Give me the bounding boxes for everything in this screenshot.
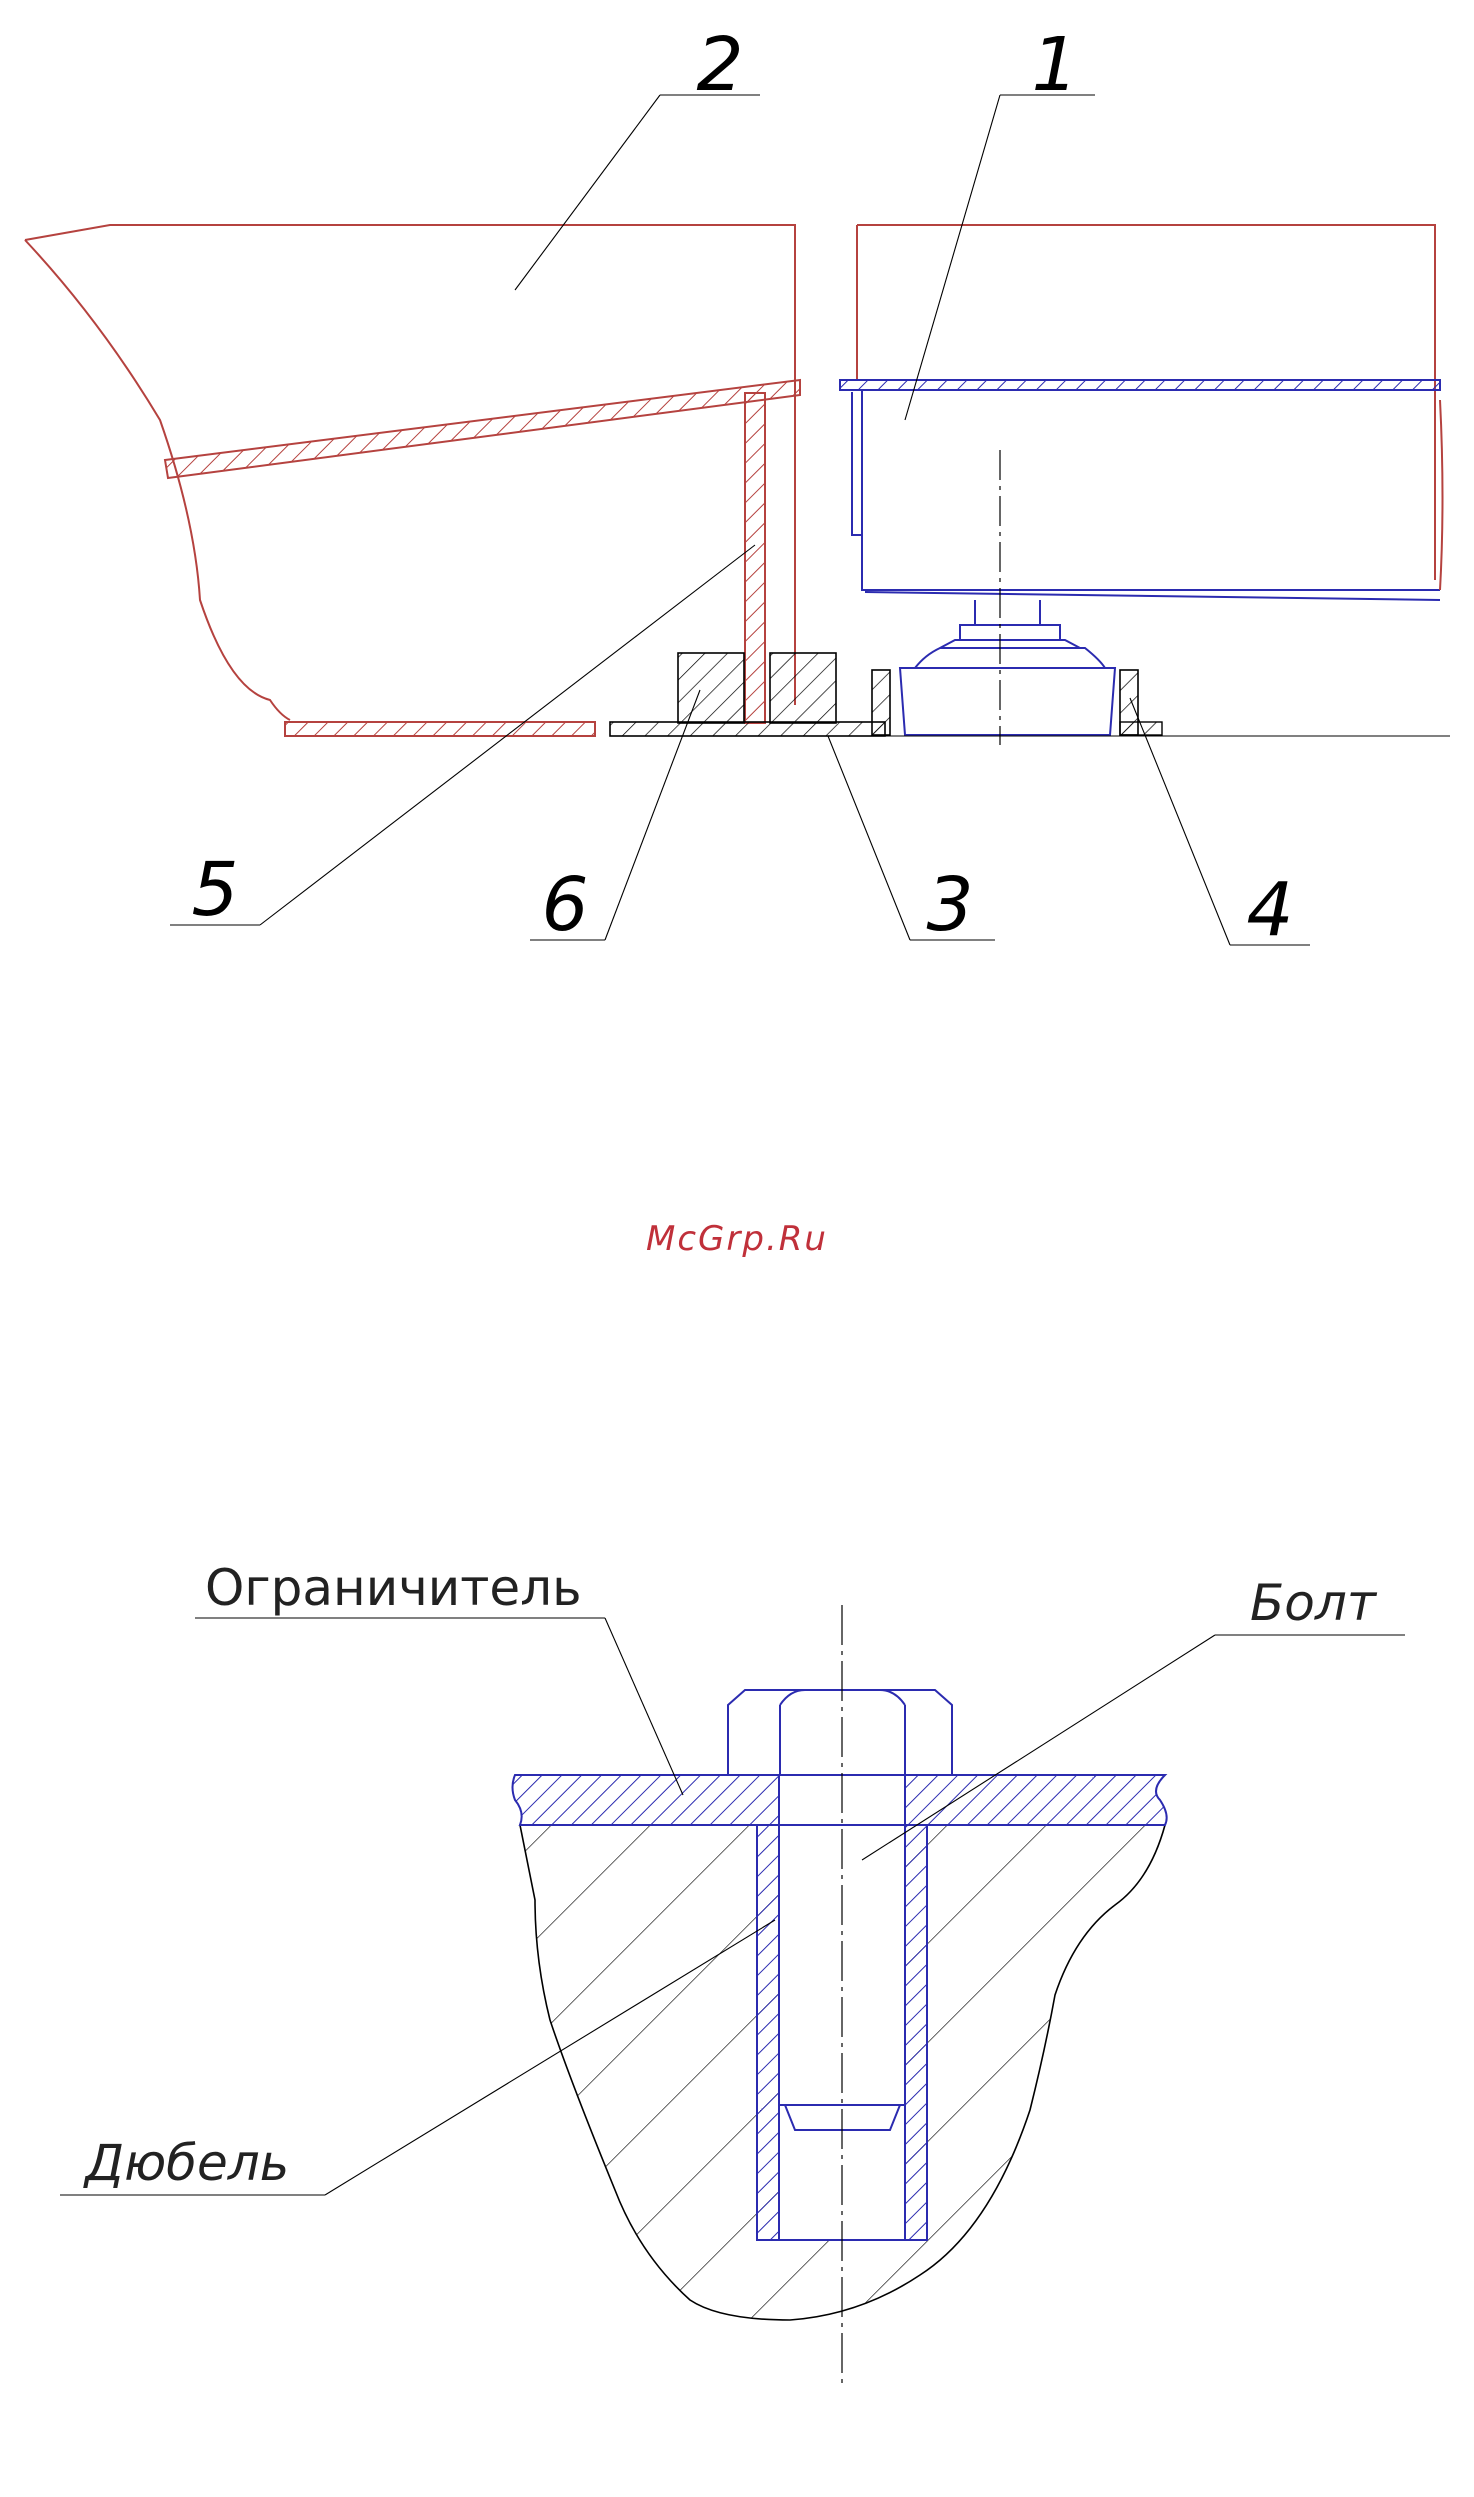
dowel-right-wall	[905, 1825, 927, 2240]
bottom-anchor-detail: Ограничитель Болт Дюбель	[60, 1559, 1405, 2385]
callout-1: 1	[1031, 22, 1078, 108]
label-limiter: Ограничитель	[205, 1559, 582, 1617]
dowel-left-wall	[757, 1825, 779, 2240]
element-4-stops	[872, 670, 1162, 735]
element-3-base-plate	[610, 722, 885, 736]
top-leaders	[170, 95, 1310, 945]
top-section-view: 2 1 5 6 3 4	[25, 22, 1450, 953]
callout-5: 5	[191, 847, 238, 933]
callout-4: 4	[1246, 867, 1293, 953]
bolt-head	[728, 1690, 952, 1775]
callout-2: 2	[696, 22, 743, 108]
watermark-text: McGrp.Ru	[646, 1219, 828, 1259]
callout-6: 6	[541, 862, 588, 948]
element-1-unit	[840, 225, 1443, 735]
label-bolt: Болт	[1250, 1574, 1378, 1632]
callout-3: 3	[926, 862, 973, 948]
label-dowel: Дюбель	[83, 2134, 289, 2192]
